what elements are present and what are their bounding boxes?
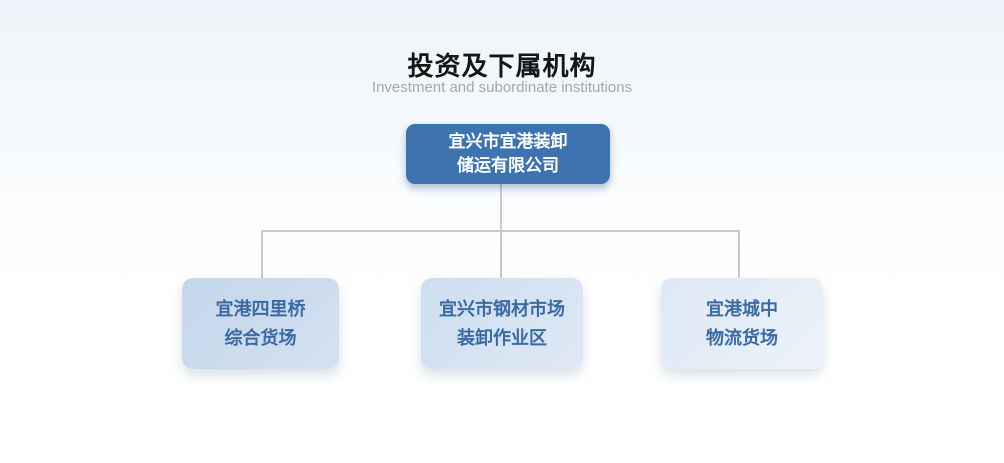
connector-drop-right <box>738 230 740 278</box>
org-node-child-3-line-1: 宜港城中 <box>706 298 778 319</box>
connector-root-stem <box>500 184 502 231</box>
connector-drop-middle <box>500 230 502 278</box>
org-node-child-1-line-2: 综合货场 <box>224 327 297 348</box>
org-node-root-line-2: 储运有限公司 <box>457 156 559 175</box>
org-node-child-3-line-2: 物流货场 <box>706 327 778 348</box>
connector-drop-left <box>261 230 263 278</box>
page-subtitle: Investment and subordinate institutions <box>371 79 633 96</box>
org-node-child-chengzhong-logistics-yard: 宜港城中 物流货场 <box>661 278 823 369</box>
org-node-child-2-line-1: 宜兴市钢材市场 <box>439 298 565 319</box>
org-node-child-2-line-2: 装卸作业区 <box>457 327 547 348</box>
org-node-root: 宜兴市宜港装卸 储运有限公司 <box>406 124 610 184</box>
org-node-child-steel-market-area: 宜兴市钢材市场 装卸作业区 <box>421 278 583 369</box>
page-title: 投资及下属机构 <box>407 51 597 81</box>
org-node-child-1-line-1: 宜港四里桥 <box>215 298 306 319</box>
org-node-child-sililqiao-yard: 宜港四里桥 综合货场 <box>182 278 339 369</box>
org-node-root-line-1: 宜兴市宜港装卸 <box>448 132 568 151</box>
